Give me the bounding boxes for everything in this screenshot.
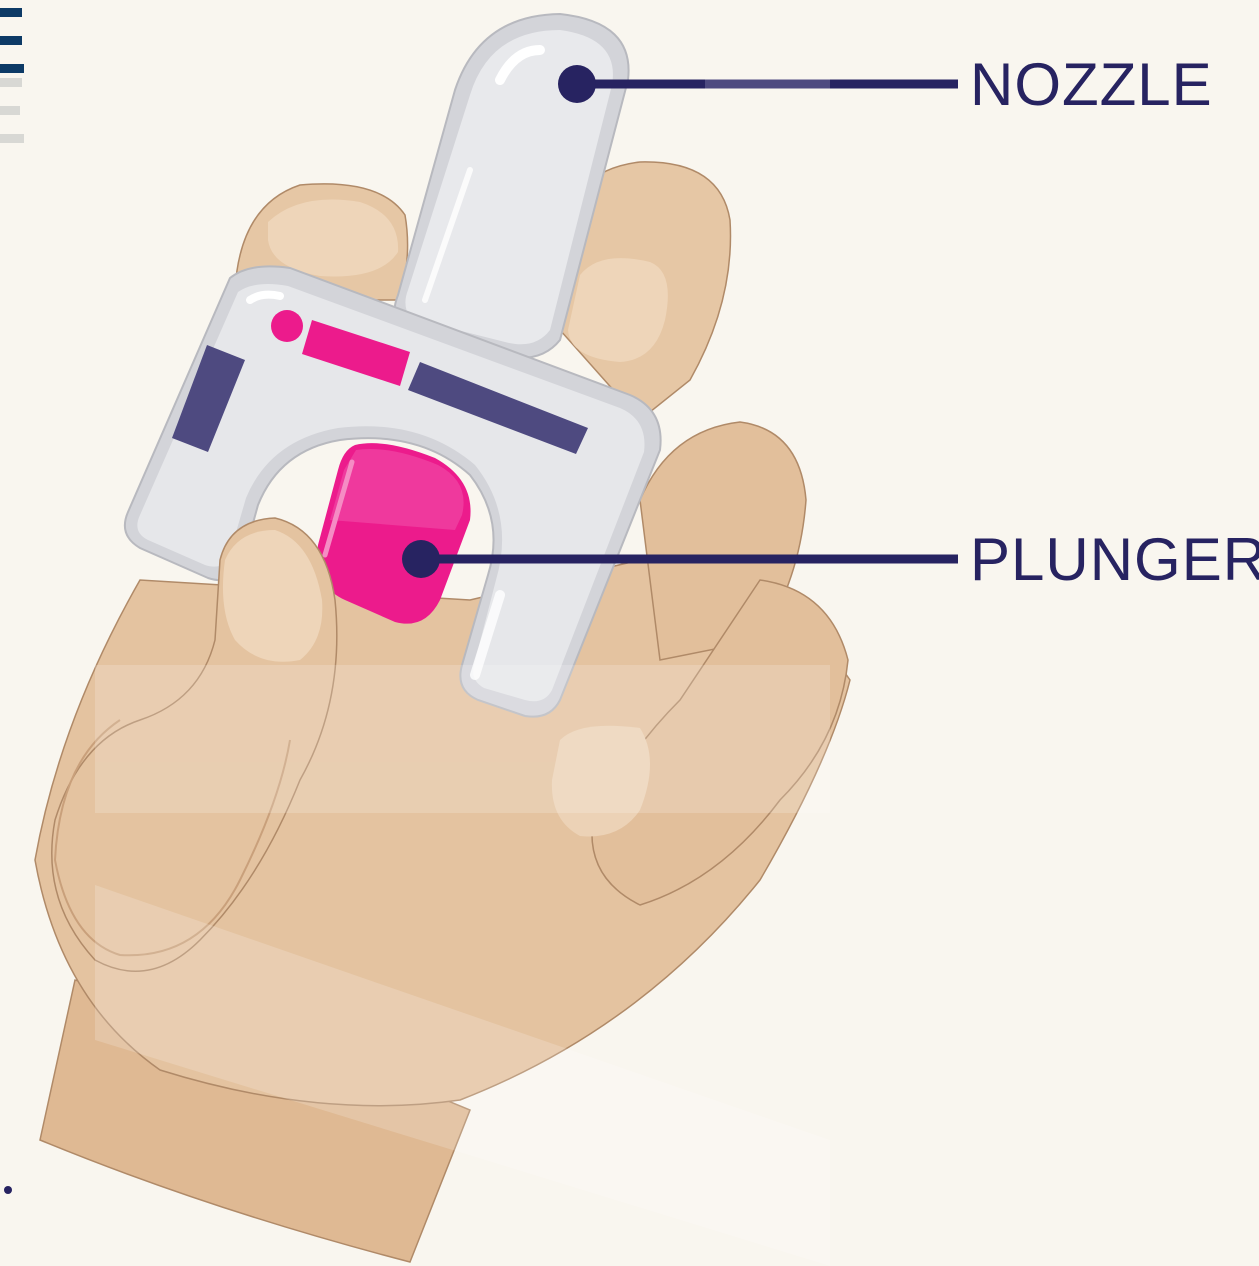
indicator-dot <box>271 310 303 342</box>
pinky-nail <box>551 725 650 837</box>
ring-fingernail <box>568 258 668 362</box>
indicator-bar-pink <box>302 320 410 386</box>
side-stripe <box>172 345 245 452</box>
skin-highlights <box>95 665 830 1266</box>
thumb-nail <box>222 530 323 662</box>
callout-plunger <box>402 540 958 578</box>
nozzle-label: NOZZLE <box>970 51 1213 118</box>
index-fingernail <box>268 199 399 277</box>
left-edge-graphic <box>0 8 24 1194</box>
indicator-bar-navy <box>408 362 588 454</box>
thumb <box>51 517 338 972</box>
callout-marker-plunger <box>402 540 440 578</box>
callout-marker-nozzle <box>558 65 596 103</box>
callout-nozzle <box>558 65 958 103</box>
plunger-label: PLUNGER <box>970 526 1259 593</box>
nasal-spray-device <box>124 12 662 718</box>
